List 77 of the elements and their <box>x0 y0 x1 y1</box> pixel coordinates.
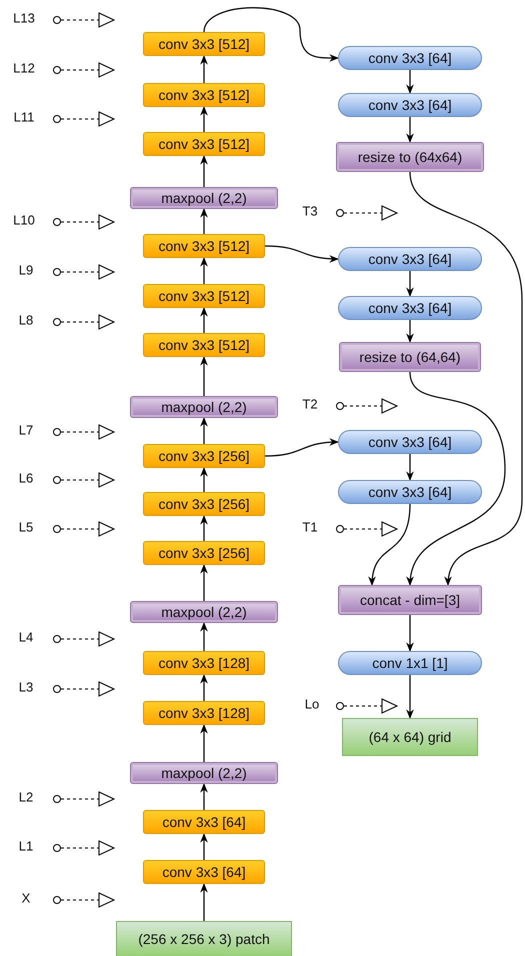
conv-pill: conv 3x3 [64] <box>338 296 482 320</box>
layer-label: L8 <box>18 312 34 328</box>
conv-pill: conv 3x3 [64] <box>338 247 482 271</box>
arrow <box>406 320 414 343</box>
layer-label: Lo <box>304 696 320 712</box>
operation-box: resize to (64,64) <box>339 342 481 372</box>
arrow <box>200 833 208 860</box>
layer-label: X <box>22 890 30 906</box>
arrow <box>200 883 208 921</box>
layer-label: L1 <box>18 838 34 854</box>
arrow <box>264 245 339 263</box>
layer-label: L11 <box>14 110 34 124</box>
arrow <box>200 417 208 444</box>
conv-pill: conv 1x1 [1] <box>338 651 482 675</box>
arrow <box>406 615 414 652</box>
layer-box: conv 3x3 [64] <box>143 860 265 884</box>
layer-box: conv 3x3 [64] <box>143 810 265 834</box>
layer-box: conv 3x3 [512] <box>143 234 265 258</box>
layer-label: L5 <box>18 520 34 534</box>
layer-label: L7 <box>18 422 34 438</box>
layer-label: L12 <box>13 60 35 76</box>
operation-box: concat - dim=[3] <box>338 585 482 615</box>
layer-box: conv 3x3 [512] <box>143 333 265 357</box>
arrow <box>200 515 208 541</box>
layer-label: L13 <box>13 10 35 26</box>
layer-box: conv 3x3 [256] <box>143 444 265 468</box>
layer-label: L4 <box>18 630 34 644</box>
layer-label: T3 <box>302 204 318 218</box>
arrow <box>200 622 208 651</box>
arrow <box>203 7 339 62</box>
arrow <box>406 675 414 719</box>
data-box: (256 x 256 x 3) patch <box>116 921 292 956</box>
arrow <box>200 307 208 333</box>
layer-box: conv 3x3 [512] <box>143 32 265 56</box>
arrow <box>264 438 339 457</box>
arrow <box>200 155 208 187</box>
arrow <box>406 454 414 481</box>
layer-label: L3 <box>18 680 34 694</box>
layer-box: conv 3x3 [128] <box>143 651 265 675</box>
layer-label: L10 <box>13 212 35 228</box>
conv-pill: conv 3x3 [64] <box>338 46 482 70</box>
arrow <box>200 724 208 762</box>
arrow <box>200 257 208 284</box>
conv-pill: conv 3x3 [64] <box>338 480 482 504</box>
arrow <box>200 564 208 601</box>
arrow <box>200 208 208 234</box>
arrow <box>200 356 208 396</box>
arrow <box>406 70 414 94</box>
conv-pill: conv 3x3 [64] <box>338 430 482 454</box>
layer-box: conv 3x3 [128] <box>143 701 265 725</box>
arrow <box>368 504 411 586</box>
conv-pill: conv 3x3 [64] <box>338 93 482 117</box>
arrow <box>200 467 208 492</box>
layer-box: conv 3x3 [256] <box>143 541 265 565</box>
arrow <box>200 783 208 810</box>
layer-label: T2 <box>302 396 318 412</box>
arrow <box>200 674 208 701</box>
operation-box: resize to (64x64) <box>336 142 484 172</box>
layer-box: conv 3x3 [512] <box>143 83 265 107</box>
arrow <box>200 106 208 132</box>
operation-box: maxpool (2,2) <box>130 187 278 209</box>
layer-box: conv 3x3 [512] <box>143 132 265 156</box>
operation-box: maxpool (2,2) <box>130 601 278 623</box>
arrow <box>200 55 208 83</box>
arrow <box>406 117 414 143</box>
arrow <box>407 372 506 586</box>
layer-box: conv 3x3 [256] <box>143 492 265 516</box>
layer-box: conv 3x3 [512] <box>143 284 265 308</box>
layer-label: L6 <box>18 470 34 486</box>
arrow <box>406 271 414 297</box>
arrow <box>409 172 523 586</box>
layer-label: T1 <box>302 520 318 534</box>
data-box: (64 x 64) grid <box>342 718 478 756</box>
operation-box: maxpool (2,2) <box>130 762 278 784</box>
operation-box: maxpool (2,2) <box>130 396 278 418</box>
layer-label: L9 <box>18 262 34 278</box>
layer-label: L2 <box>18 790 34 804</box>
